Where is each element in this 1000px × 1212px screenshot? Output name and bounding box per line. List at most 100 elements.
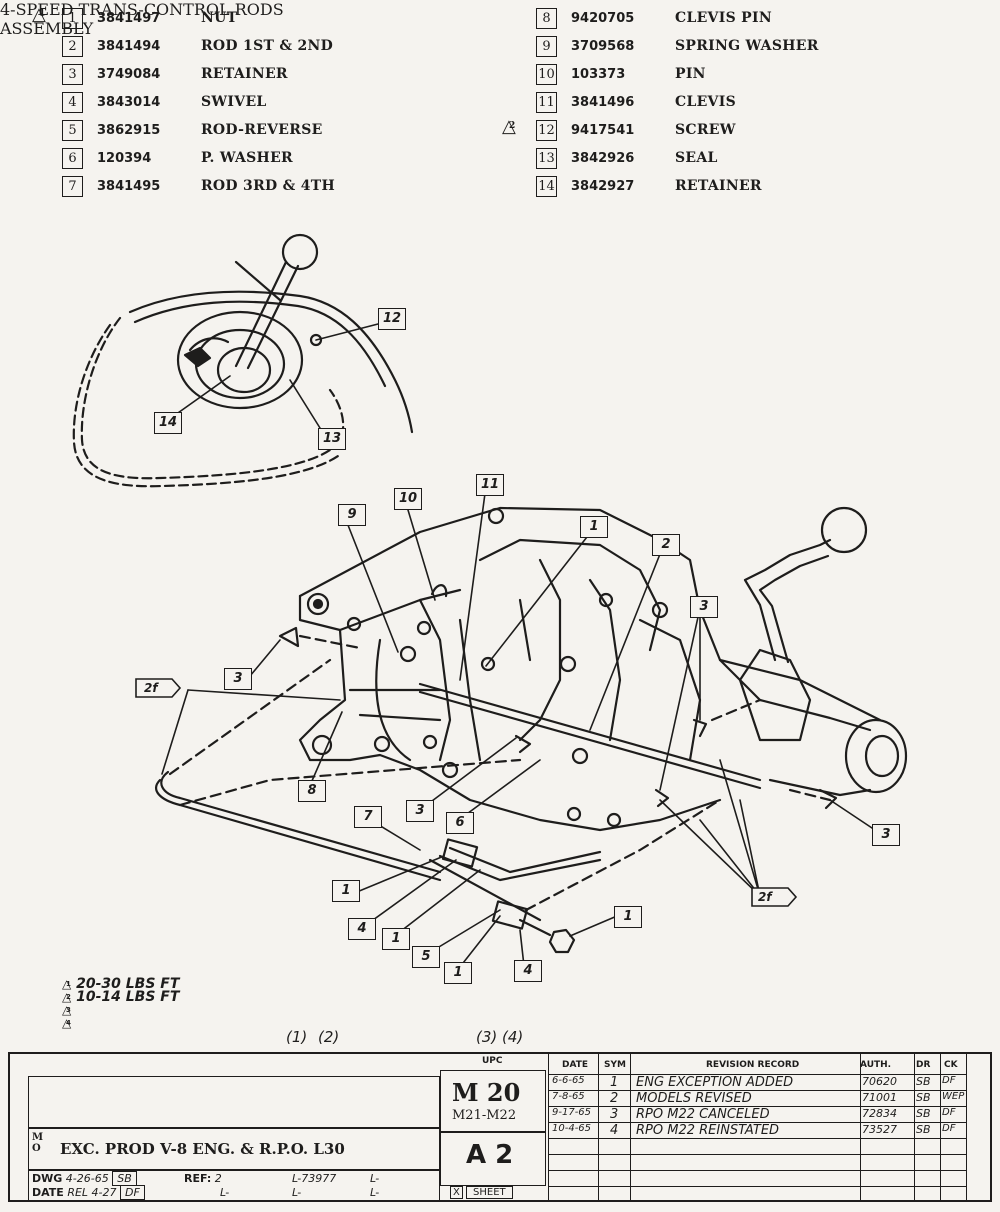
part-description: PIN [675, 66, 706, 82]
rev-grid-line [548, 1122, 966, 1123]
callout-c1c: 1 [382, 928, 410, 950]
rev-header-auth: AUTH. [860, 1060, 892, 1070]
part-description: SEAL [675, 150, 718, 166]
l-number-1: L-73977 [292, 1172, 337, 1185]
rev-header-dr: DR [916, 1060, 931, 1070]
part-description: NUT [201, 10, 238, 26]
rev-grid-line [548, 1186, 966, 1187]
l-number-3: L- [220, 1186, 230, 1199]
title-block [8, 1052, 992, 1202]
callout-c9: 9 [338, 504, 366, 526]
item-number: 4 [62, 91, 83, 113]
callout-c12: 12 [378, 308, 406, 330]
part-description: ROD 1ST & 2ND [201, 38, 334, 54]
callout-c3b: 3 [224, 668, 252, 690]
part-number: 3842927 [571, 178, 635, 194]
revision-dr: SB [916, 1107, 931, 1120]
part-number: 3841495 [97, 178, 161, 194]
rev-header-ck: CK [944, 1060, 958, 1070]
rel-row: DATE REL 4-27 DF [32, 1185, 145, 1200]
item-number: 8 [536, 7, 557, 29]
part-description: P. WASHER [201, 150, 293, 166]
item-number: 5 [62, 119, 83, 141]
revision-sym: 1 [610, 1075, 619, 1090]
item-number: 13 [536, 147, 557, 169]
rev-grid-line [548, 1138, 966, 1139]
rev-grid-line [966, 1054, 967, 1200]
item-number: 6 [62, 147, 83, 169]
torque-note: △4 [62, 1015, 71, 1031]
sheet-field: X SHEET [450, 1186, 513, 1199]
parts-list-row: 14 3842927 RETAINER [536, 174, 762, 198]
rev-grid-line [548, 1154, 966, 1155]
callout-c2f_right: 2f [758, 890, 772, 904]
revision-date: 6-6-65 [552, 1075, 585, 1086]
callout-c11: 11 [476, 474, 504, 496]
rev-header-record: REVISION RECORD [706, 1060, 800, 1070]
dwg-row: DWG 4-26-65 SB [32, 1171, 137, 1186]
callout-c2: 2 [652, 534, 680, 556]
callout-c3d: 3 [872, 824, 900, 846]
subtitle-cell [28, 1128, 440, 1170]
rev-header-date: DATE [562, 1060, 589, 1070]
part-number: 9417541 [571, 122, 635, 138]
rev-grid-line [548, 1106, 966, 1107]
torque-note: △2 10-14 LBS FT [62, 989, 180, 1005]
revision-sym: 4 [610, 1123, 619, 1138]
torque-note: △1 20-30 LBS FT [62, 976, 180, 992]
item-number: 9 [536, 35, 557, 57]
transmission-housing [155, 506, 908, 954]
rev-grid-line [548, 1054, 549, 1200]
revision-date: 10-4-65 [552, 1123, 592, 1134]
circled-mark-4: (4) [502, 1028, 524, 1046]
l-number-5: L- [370, 1186, 380, 1199]
rev-grid-line [914, 1054, 915, 1200]
part-number: 103373 [571, 66, 626, 82]
drawing-subtitle: EXC. PROD V-8 ENG. & R.P.O. L30 [60, 1140, 345, 1158]
callout-c1e: 1 [614, 906, 642, 928]
part-number: 3749084 [97, 66, 161, 82]
revision-auth: 73527 [862, 1123, 897, 1136]
callout-c1a: 1 [580, 516, 608, 538]
revision-date: 9-17-65 [552, 1107, 592, 1118]
rod-routing-dashes [168, 634, 832, 912]
rev-grid-line [548, 1090, 966, 1091]
title-cell [28, 1076, 440, 1128]
revision-auth: 71001 [862, 1091, 897, 1104]
triangle-flag-icon: △3 [62, 1003, 72, 1017]
section-code: A 2 [466, 1140, 514, 1170]
section-cell [440, 1132, 546, 1186]
revision-dr: SB [916, 1123, 931, 1136]
callout-c13: 13 [318, 428, 346, 450]
rev-grid-line [860, 1054, 861, 1200]
revision-date: 7-8-65 [552, 1091, 585, 1102]
item-number: 2 [62, 35, 83, 57]
revision-record: RPO M22 CANCELED [636, 1107, 770, 1122]
l-number-4: L- [292, 1186, 302, 1199]
torque-note: △3 [62, 1002, 71, 1018]
item-number: 14 [536, 175, 557, 197]
ref-field: REF: 2 [184, 1172, 222, 1185]
part-description: SCREW [675, 122, 736, 138]
revision-record: RPO M22 REINSTATED [636, 1123, 780, 1138]
drawing-title: 4-SPEED TRANS-CONTROL RODS ASSEMBLY [0, 0, 284, 38]
revision-ck: DF [942, 1075, 956, 1086]
revision-dr: SB [916, 1075, 931, 1088]
part-description: RETAINER [675, 178, 762, 194]
callout-c5: 5 [412, 946, 440, 968]
part-number: 3843014 [97, 94, 161, 110]
callout-c2f_left: 2f [144, 681, 158, 695]
revision-record: MODELS REVISED [636, 1091, 752, 1106]
rev-grid-line [940, 1054, 941, 1200]
revision-ck: DF [942, 1123, 956, 1134]
revision-sym: 3 [610, 1107, 619, 1122]
callout-c3c: 3 [406, 800, 434, 822]
